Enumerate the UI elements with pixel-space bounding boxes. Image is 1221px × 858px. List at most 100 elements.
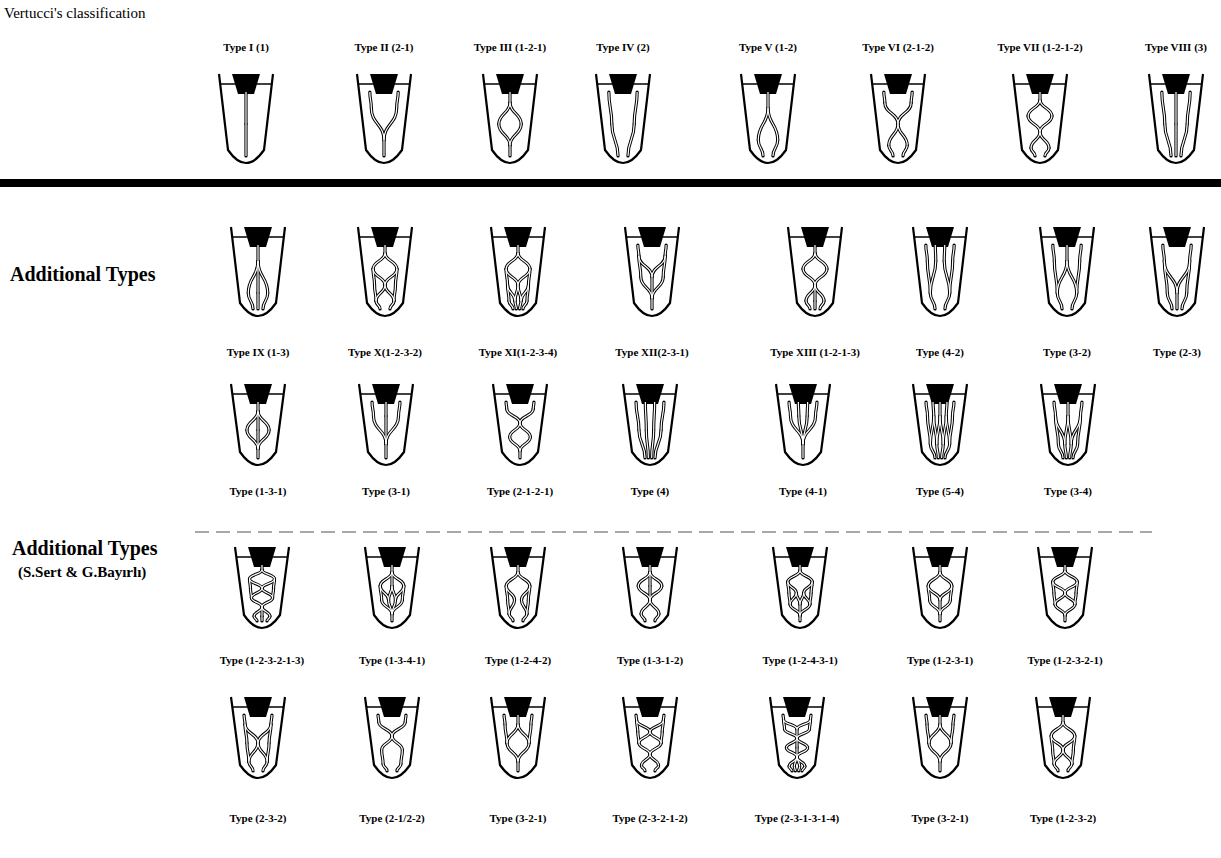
type-label: Type (1-2-3-2-1) [1027, 653, 1102, 667]
canal-lumen [930, 416, 933, 444]
canal-wall [520, 423, 530, 437]
canal-wall [392, 736, 402, 750]
canal-wall [1068, 764, 1072, 771]
canal-lumen [946, 402, 948, 416]
canal-lumen [373, 253, 385, 269]
canal-lumen [1028, 116, 1040, 132]
canal-lumen [800, 604, 810, 615]
canal-lumen [509, 600, 514, 614]
canal-lumen [903, 145, 907, 156]
canal-wall [1065, 582, 1077, 593]
canal-wall [508, 92, 511, 103]
canal-lumen [258, 430, 269, 449]
canal-lumen [376, 285, 385, 301]
canal-lumen [245, 724, 258, 743]
canal-lumen [638, 572, 650, 586]
canal-lumen [1075, 593, 1076, 604]
canal-lumen [385, 285, 394, 301]
type-label: Type (1-3-1-2) [617, 653, 683, 667]
canal-lumen [1176, 293, 1177, 309]
canal-lumen [1077, 261, 1080, 293]
canal-lumen [662, 721, 663, 732]
tooth-drawing [1013, 74, 1067, 163]
canal-wall [931, 402, 935, 416]
canal-wall [950, 261, 953, 293]
canal-lumen [641, 277, 652, 298]
canal-wall [930, 293, 935, 309]
canal-wall [258, 430, 269, 449]
canal-lumen [245, 124, 246, 156]
canal-wall [249, 762, 253, 771]
canal-lumen [1190, 245, 1191, 261]
canal-wall [788, 582, 797, 593]
canal-lumen [371, 108, 384, 140]
pulp-chamber [1163, 227, 1191, 247]
canal-lumen [517, 565, 518, 572]
canal-wall [1165, 124, 1171, 156]
canal-type-figure: Type X(1-2-3-2) [344, 225, 427, 359]
tooth-drawing [365, 547, 419, 628]
canal-lumen [389, 586, 392, 600]
canal-lumen [940, 586, 952, 600]
pulp-chamber [926, 227, 954, 247]
canal-wall [815, 269, 827, 285]
canal-lumen [663, 715, 665, 721]
canal-lumen [639, 430, 645, 458]
canal-wall [898, 124, 907, 145]
canal-lumen [799, 615, 800, 621]
canal-lumen [262, 598, 273, 607]
canal-wall [262, 570, 275, 579]
canal-lumen [802, 444, 803, 458]
canal-lumen [507, 743, 518, 762]
canal-wall [885, 103, 898, 124]
canal-lumen [796, 593, 800, 604]
canal-lumen [382, 600, 392, 614]
canal-lumen [1175, 92, 1176, 124]
canal-lumen [790, 604, 800, 615]
root-outline [359, 384, 413, 465]
canal-lumen [898, 103, 911, 124]
canal-lumen [797, 720, 810, 729]
canal-wall [1177, 261, 1190, 293]
canal-wall [1181, 124, 1187, 156]
canal-lumen [523, 301, 527, 309]
canal-lumen [247, 743, 249, 762]
canal-wall [1040, 100, 1052, 116]
canal-lumen [272, 588, 274, 597]
canal-wall [929, 743, 940, 762]
canal-wall [790, 416, 803, 444]
canal-lumen [927, 261, 930, 293]
canal-lumen [249, 743, 258, 762]
root-canal-illustration [910, 382, 970, 474]
type-label: Type V (1-2) [739, 40, 797, 54]
canal-lumen [926, 245, 927, 261]
root-canal-illustration [785, 225, 845, 325]
canal-lumen [1187, 92, 1190, 124]
tooth-drawing [913, 384, 967, 465]
section-heading: Additional Types [10, 262, 155, 286]
canal-lumen [390, 301, 394, 309]
canal-lumen [929, 724, 940, 743]
canal-lumen [758, 108, 768, 140]
type-label: Type I (1) [223, 40, 269, 54]
canal-type-figure: Type (2-3-2-1-2) [608, 695, 692, 825]
canal-lumen [1072, 750, 1073, 764]
canal-lumen [254, 616, 257, 621]
root-outline [741, 74, 795, 163]
canal-lumen [257, 245, 258, 261]
canal-lumen [950, 416, 953, 444]
canal-wall [379, 722, 392, 736]
canal-lumen [1051, 736, 1063, 750]
canal-lumen [939, 565, 940, 572]
canal-wall [1065, 571, 1077, 582]
canal-lumen [650, 721, 663, 732]
canal-lumen [499, 103, 510, 124]
canal-wall [262, 598, 273, 607]
canal-lumen [945, 444, 950, 458]
root-outline [770, 697, 824, 778]
canal-lumen [373, 269, 385, 285]
type-label: Type (4-1) [779, 484, 827, 498]
pulp-chamber [609, 74, 637, 94]
canal-lumen [1055, 604, 1065, 615]
canal-lumen [1067, 261, 1077, 293]
